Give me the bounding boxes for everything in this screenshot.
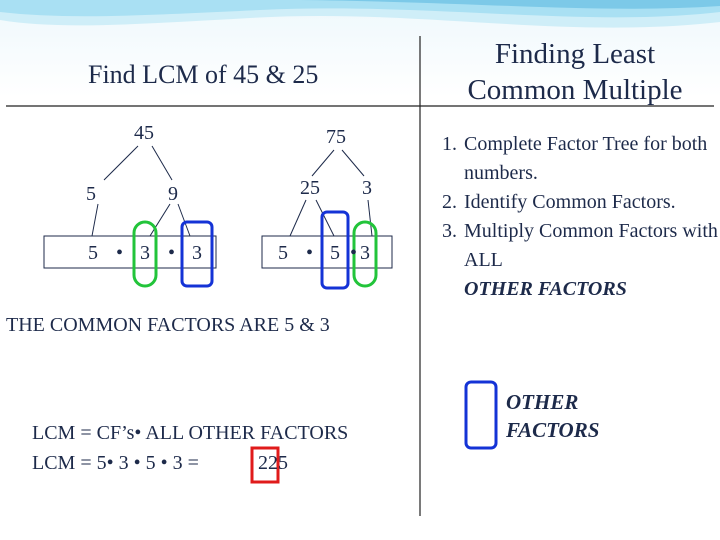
branch-line — [367, 199, 373, 237]
tree75-factor: 5 — [330, 242, 340, 264]
tree75-branch-left: 25 — [300, 177, 320, 199]
branch-line — [341, 149, 365, 177]
tree45-factor: 3 — [192, 242, 202, 264]
header-wave-decoration — [0, 0, 720, 28]
step-text: Multiply Common Factors with ALL — [464, 220, 718, 271]
common-factors-statement: THE COMMON FACTORS ARE 5 & 3 — [6, 314, 330, 336]
branch-line — [315, 199, 335, 237]
factor-box-75 — [261, 235, 393, 269]
legend-other-factors-label: OTHER FACTORS — [506, 390, 600, 442]
tree75-dot: • — [306, 242, 314, 264]
tree45-factor: 3 — [140, 242, 150, 264]
step-item: Complete Factor Tree for both numbers. — [462, 130, 718, 188]
tree45-dot: • — [168, 242, 176, 264]
tree75-branch-right: 3 — [362, 177, 372, 199]
branch-line — [311, 149, 335, 177]
slide-title-left: Find LCM of 45 & 25 — [88, 60, 319, 89]
step-text: Identify Common Factors. — [464, 191, 676, 213]
branch-line — [289, 199, 307, 237]
lcm-result-value: 225 — [258, 452, 288, 474]
step-text: Complete Factor Tree for both numbers. — [464, 133, 708, 184]
tree75-root: 75 — [326, 126, 346, 148]
lcm-result-box — [250, 446, 280, 484]
steps-list: Complete Factor Tree for both numbers. I… — [426, 130, 718, 304]
lcm-calc-expression: LCM = 5• 3 • 5 • 3 = — [32, 452, 199, 474]
tree75-factor: 3 — [360, 242, 370, 264]
branch-line — [103, 145, 139, 181]
tree45-factor: 5 — [88, 242, 98, 264]
common-factor-ring — [352, 220, 378, 288]
other-factor-ring — [180, 220, 214, 288]
factor-box-45 — [43, 235, 217, 269]
tree45-root: 45 — [134, 122, 154, 144]
branch-line — [149, 203, 171, 237]
tree45-dot: • — [116, 242, 124, 264]
step-emphasis: OTHER FACTORS — [464, 278, 627, 300]
common-factor-ring — [132, 220, 158, 288]
branch-line — [91, 203, 99, 237]
tree45-branch-right: 9 — [168, 183, 178, 205]
legend-other-factor-box — [464, 380, 498, 450]
tree75-factor: 5 — [278, 242, 288, 264]
step-item: Multiply Common Factors with ALL OTHER FA… — [462, 217, 718, 304]
lcm-formula: LCM = CF’s• ALL OTHER FACTORS — [32, 422, 349, 444]
tree45-branch-left: 5 — [86, 183, 96, 205]
other-factor-ring — [320, 210, 350, 290]
branch-line — [177, 203, 191, 237]
step-item: Identify Common Factors. — [462, 188, 718, 217]
branch-line — [151, 145, 173, 181]
tree75-dot: • — [350, 242, 358, 264]
slide-title-right: Finding Least Common Multiple — [467, 38, 683, 106]
lcm-calculation: LCM = 5• 3 • 5 • 3 = 225 — [32, 452, 288, 475]
